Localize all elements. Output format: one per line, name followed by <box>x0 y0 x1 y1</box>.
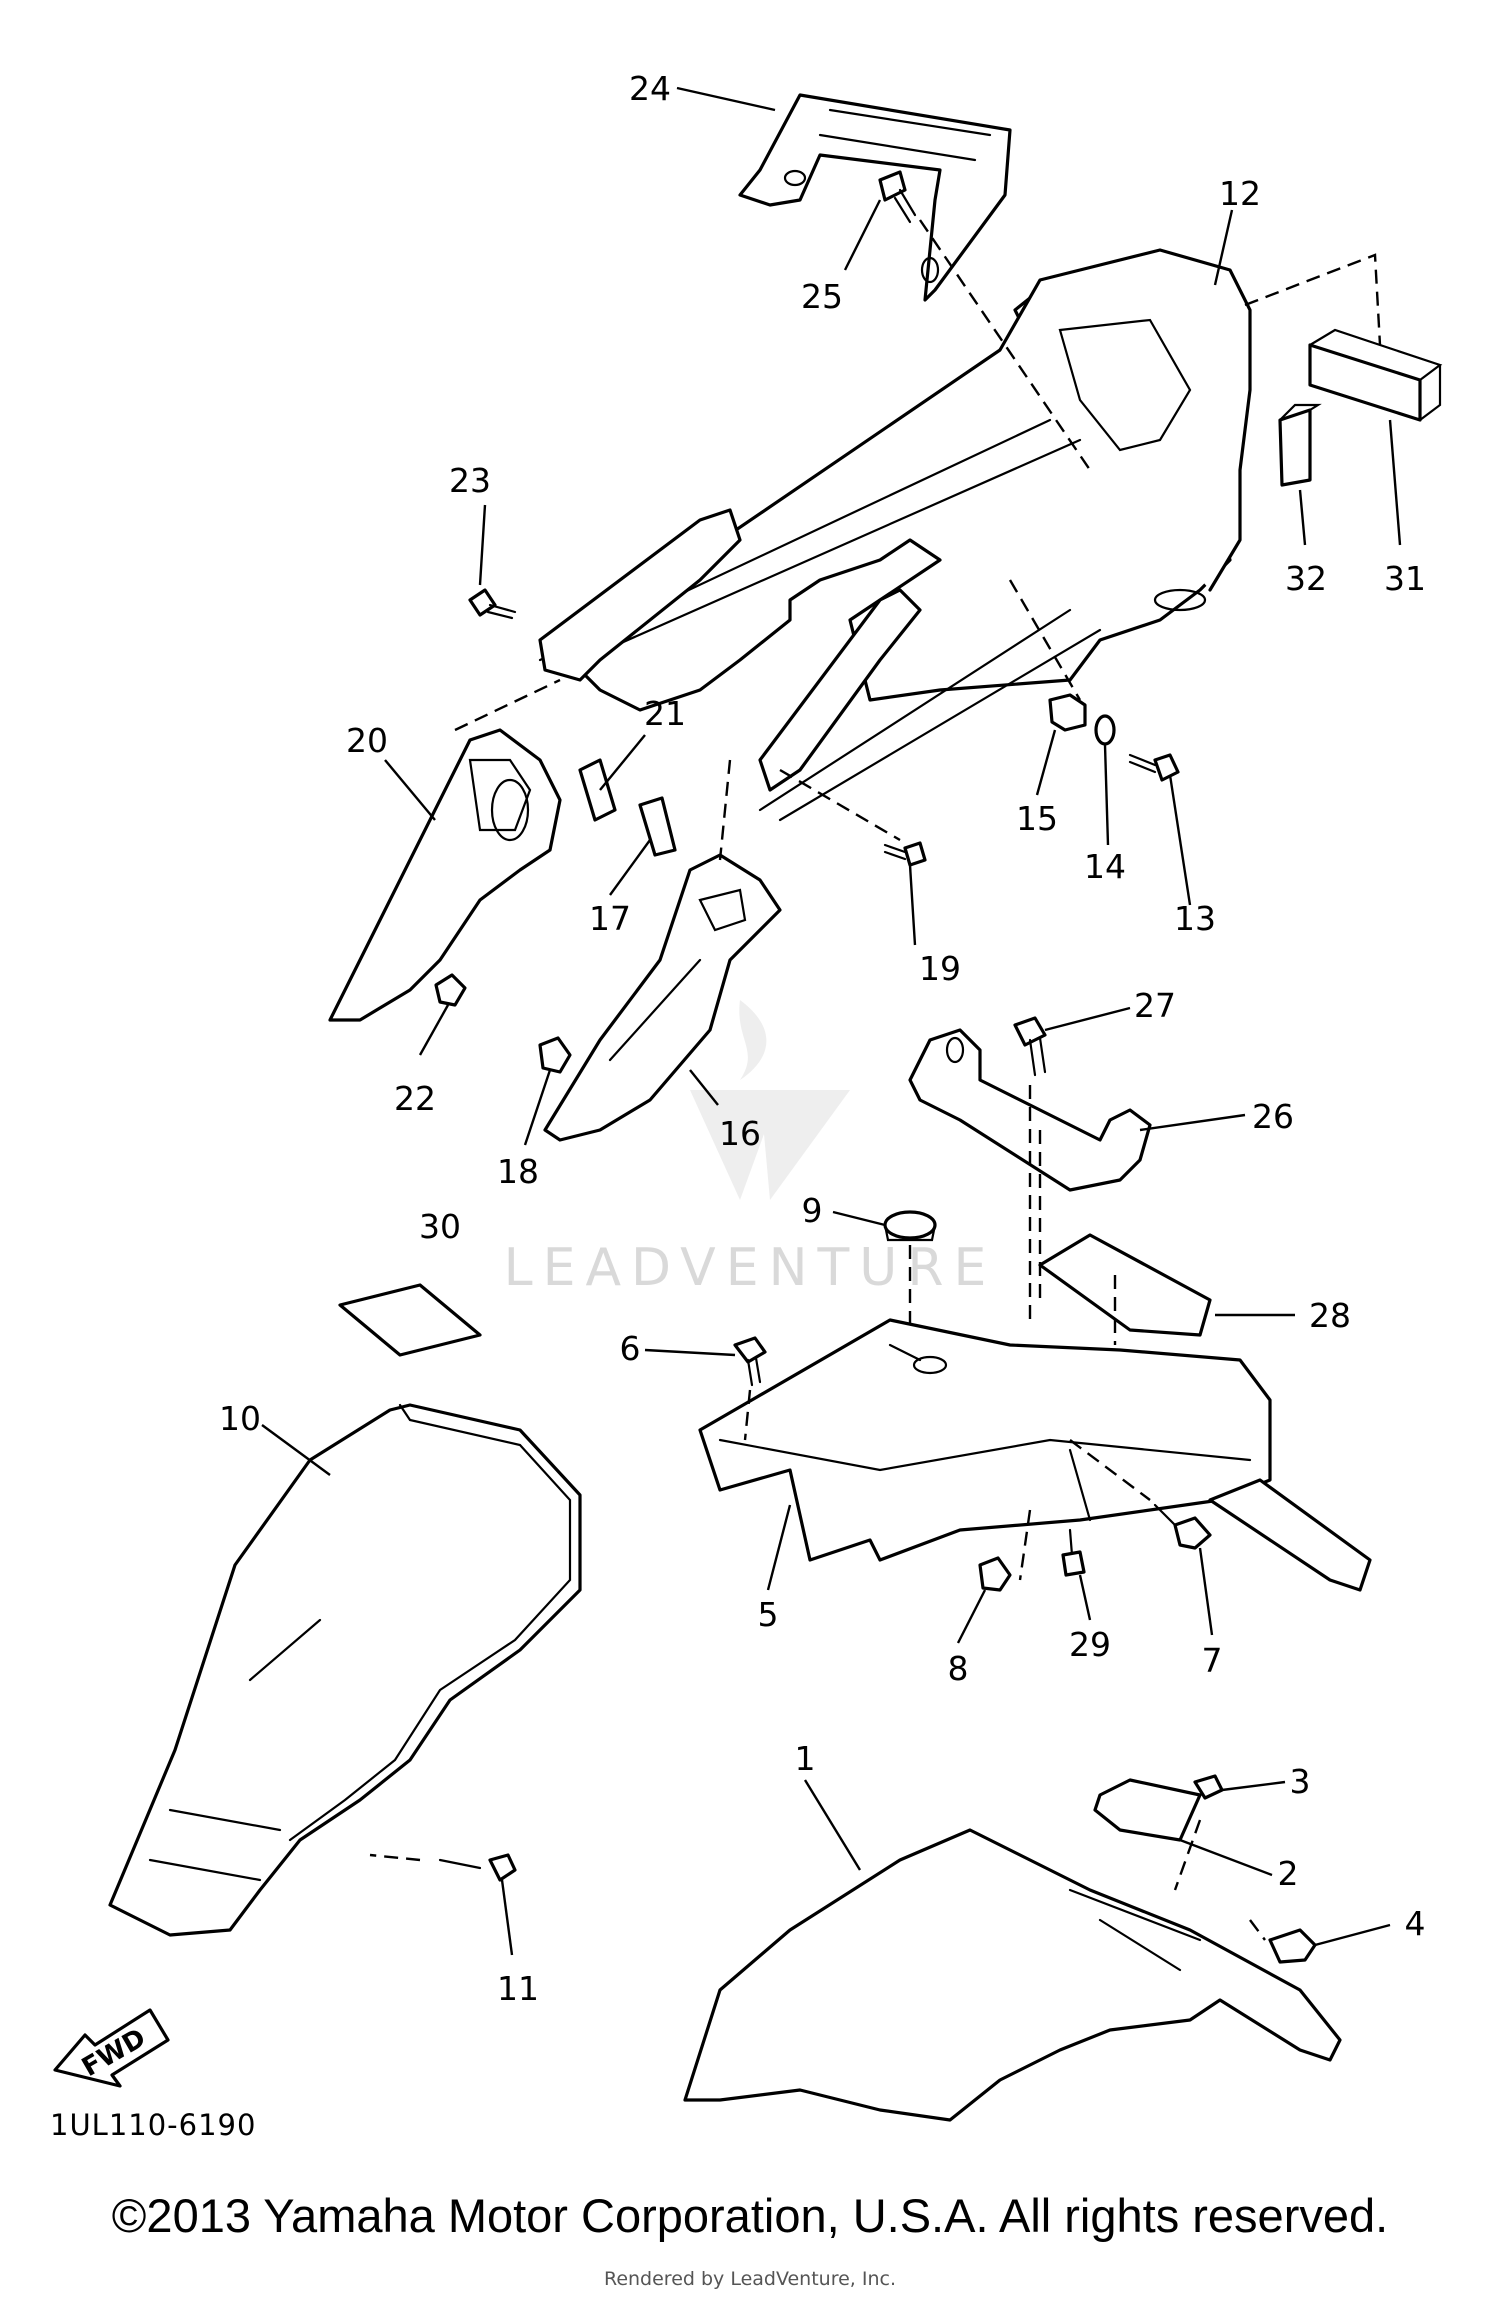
part-30-label <box>338 1283 482 1357</box>
callout-11: 11 <box>497 1969 539 2008</box>
part-32-pad <box>1278 403 1322 487</box>
part-7-screw <box>1153 1478 1372 1592</box>
callout-24: 24 <box>629 69 671 108</box>
callout-19: 19 <box>919 949 961 988</box>
watermark-text: LEADVENTURE <box>504 1238 997 1298</box>
callout-31: 31 <box>1384 559 1426 598</box>
part-23-screw <box>468 588 517 620</box>
callout-8: 8 <box>948 1649 969 1688</box>
callout-9: 9 <box>802 1191 823 1230</box>
part-24-grab-rail <box>738 93 1012 302</box>
callout-1: 1 <box>795 1739 816 1778</box>
part-12-tail-cowling <box>538 248 1252 822</box>
part-13-bolt <box>1128 753 1180 782</box>
callout-4: 4 <box>1405 1904 1426 1943</box>
leadventure-watermark-logo <box>690 1000 850 1200</box>
part-6-bolt <box>733 1336 767 1387</box>
rendered-by-note: Rendered by LeadVenture, Inc. <box>603 2268 897 2290</box>
part-4-screw <box>1268 1928 1317 1964</box>
callout-20: 20 <box>346 721 388 760</box>
callout-leaders <box>261 86 1402 1956</box>
callout-15: 15 <box>1016 799 1058 838</box>
part-11-screw <box>438 1853 517 1882</box>
forward-direction-arrow-icon: FWD <box>53 2008 170 2088</box>
part-25-bolt <box>878 170 917 224</box>
callout-16: 16 <box>719 1114 761 1153</box>
callout-18: 18 <box>497 1152 539 1191</box>
part-27-bolt <box>1013 1016 1047 1077</box>
diagram-code: 1UL110-6190 <box>50 2108 257 2142</box>
part-17-damper <box>638 796 677 857</box>
part-8-nut <box>978 1556 1012 1592</box>
callout-10: 10 <box>219 1399 261 1438</box>
part-28-cover <box>1038 1233 1212 1337</box>
callout-5: 5 <box>758 1595 779 1634</box>
copyright-notice: ©2013 Yamaha Motor Corporation, U.S.A. A… <box>111 2189 1389 2242</box>
part-31-pad <box>1308 328 1443 422</box>
callout-6: 6 <box>620 1329 641 1368</box>
part-15-collar <box>1048 693 1087 732</box>
callout-26: 26 <box>1252 1097 1294 1136</box>
part-29-bolt <box>1061 1528 1086 1577</box>
callout-28: 28 <box>1309 1296 1351 1335</box>
callout-29: 29 <box>1069 1625 1111 1664</box>
callout-32: 32 <box>1285 559 1327 598</box>
part-16-side-cover <box>543 853 782 1142</box>
callout-25: 25 <box>801 277 843 316</box>
part-20-side-cover <box>328 728 562 1022</box>
assembly-guide-lines <box>369 219 1382 1941</box>
callout-17: 17 <box>589 899 631 938</box>
part-10-mud-guard <box>108 1403 582 1937</box>
callout-21: 21 <box>644 694 686 733</box>
callout-7: 7 <box>1202 1641 1223 1680</box>
part-19-bolt <box>883 841 927 867</box>
part-2-plate <box>1093 1778 1202 1842</box>
callout-30: 30 <box>419 1207 461 1246</box>
part-18-nut <box>538 1036 572 1074</box>
callout-2: 2 <box>1278 1854 1299 1893</box>
callout-22: 22 <box>394 1079 436 1118</box>
part-14-washer <box>1094 714 1116 746</box>
part-1-front-fender <box>683 1828 1342 2122</box>
callout-13: 13 <box>1174 899 1216 938</box>
callout-14: 14 <box>1084 847 1126 886</box>
callout-12: 12 <box>1219 174 1261 213</box>
callout-3: 3 <box>1290 1762 1311 1801</box>
part-9-grommet <box>883 1210 937 1242</box>
callout-23: 23 <box>449 461 491 500</box>
part-22-nut <box>434 973 467 1007</box>
callout-27: 27 <box>1134 986 1176 1025</box>
callout-labels: 24 25 12 31 32 23 20 21 17 15 14 13 19 2… <box>219 69 1426 2008</box>
part-5-rear-fender <box>698 1318 1272 1562</box>
part-21-damper <box>578 758 617 822</box>
